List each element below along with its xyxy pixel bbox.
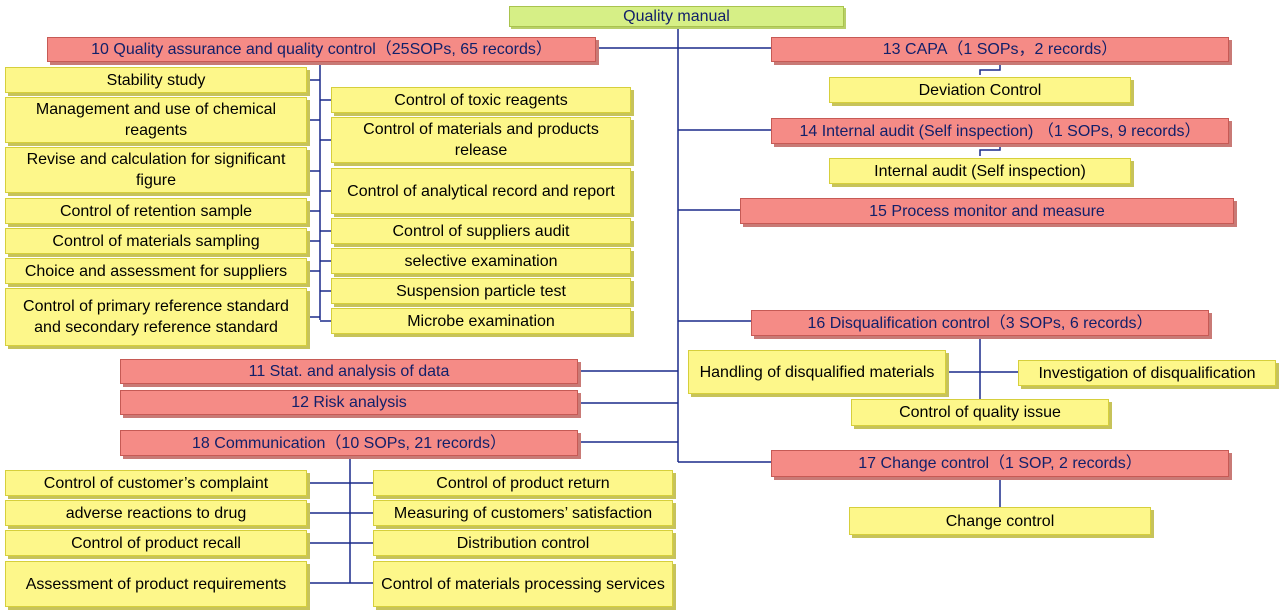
section-15-title: 15 Process monitor and measure: [740, 198, 1234, 224]
sec16-child: Control of quality issue: [851, 399, 1109, 426]
sec10-right-item: Suspension particle test: [331, 278, 631, 304]
sec18-right-item: Control of product return: [373, 470, 673, 496]
sec18-left-item: adverse reactions to drug: [5, 500, 307, 526]
sec10-left-item: Choice and assessment for suppliers: [5, 258, 307, 284]
sec17-child: Change control: [849, 507, 1151, 535]
section-13-title: 13 CAPA（1 SOPs，2 records）: [771, 37, 1229, 62]
section-10-title: 10 Quality assurance and quality control…: [47, 37, 596, 62]
sec10-right-item: Control of analytical record and report: [331, 168, 631, 214]
sec10-left-item: Control of materials sampling: [5, 228, 307, 254]
sec18-right-item: Distribution control: [373, 530, 673, 556]
sec10-left-item: Revise and calculation for significant f…: [5, 147, 307, 193]
section-17-title: 17 Change control（1 SOP, 2 records）: [771, 450, 1229, 477]
section-11-title: 11 Stat. and analysis of data: [120, 359, 578, 384]
sec16-child: Handling of disqualified materials: [688, 350, 946, 394]
sec10-right-item: Control of toxic reagents: [331, 87, 631, 113]
sec10-left-item: Management and use of chemical reagents: [5, 97, 307, 143]
sec18-right-item: Control of materials processing services: [373, 561, 673, 607]
sec10-left-item: Control of primary reference standard an…: [5, 288, 307, 346]
sec10-right-item: selective examination: [331, 248, 631, 274]
section-12-title: 12 Risk analysis: [120, 390, 578, 415]
sec18-left-item: Control of product recall: [5, 530, 307, 556]
sec10-left-item: Control of retention sample: [5, 198, 307, 224]
sec10-left-item: Stability study: [5, 67, 307, 93]
root-quality-manual: Quality manual: [509, 6, 844, 27]
sec18-left-item: Assessment of product requirements: [5, 561, 307, 607]
section-14-title: 14 Internal audit (Self inspection) （1 S…: [771, 118, 1229, 144]
section-16-title: 16 Disqualification control（3 SOPs, 6 re…: [751, 310, 1209, 336]
sec10-right-item: Control of materials and products releas…: [331, 117, 631, 163]
sec16-child: Investigation of disqualification: [1018, 360, 1276, 386]
sec18-left-item: Control of customer’s complaint: [5, 470, 307, 496]
sec14-child: Internal audit (Self inspection): [829, 158, 1131, 184]
sec10-right-item: Control of suppliers audit: [331, 218, 631, 244]
sec13-child: Deviation Control: [829, 77, 1131, 103]
sec10-right-item: Microbe examination: [331, 308, 631, 334]
section-18-title: 18 Communication（10 SOPs, 21 records）: [120, 430, 578, 456]
sec18-right-item: Measuring of customers’ satisfaction: [373, 500, 673, 526]
